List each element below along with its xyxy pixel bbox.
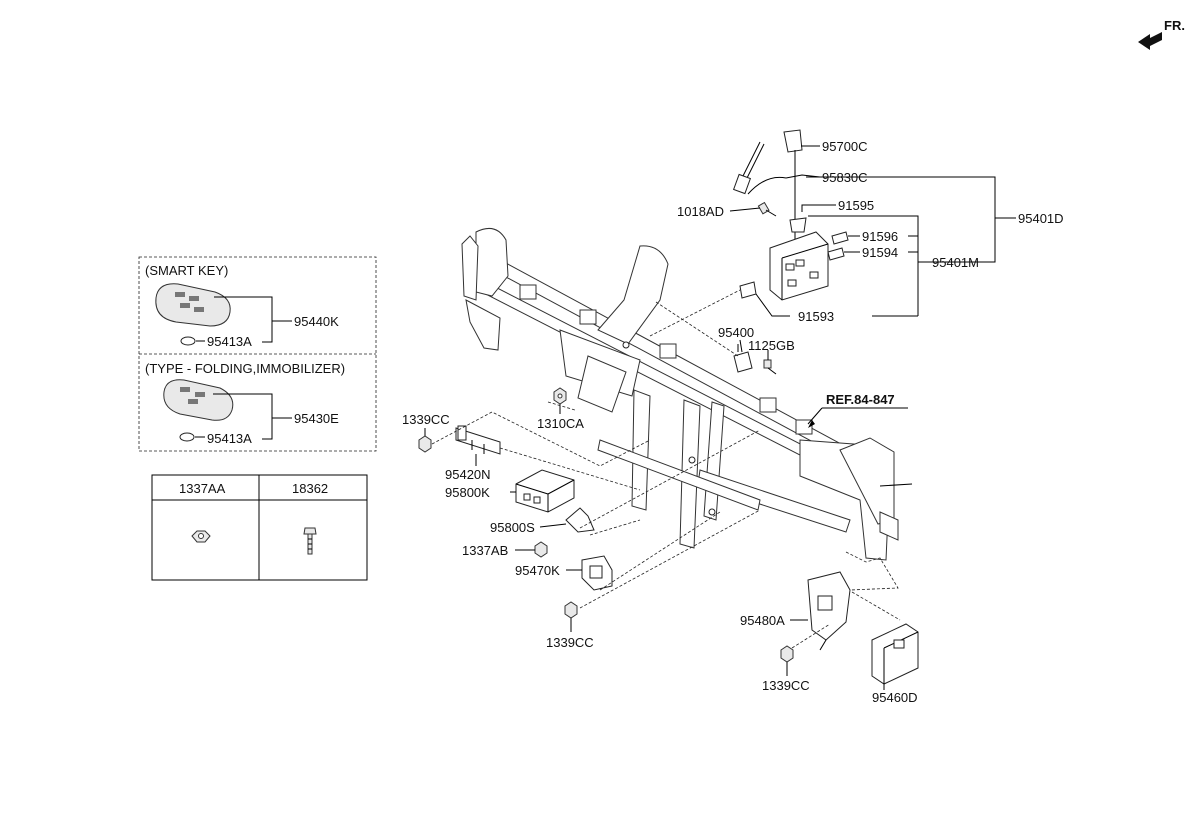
part-label-95400: 95400: [718, 325, 754, 340]
part-label-95401D: 95401D: [1018, 211, 1064, 226]
part-label-95700C: 95700C: [822, 139, 868, 154]
part-label-95800K: 95800K: [445, 485, 490, 500]
part-label-1339CC: 1339CC: [402, 412, 450, 427]
bracket-95470K-icon: [581, 555, 613, 591]
part-label-95430E: 95430E: [294, 411, 339, 426]
smart-key-module-cluster: [732, 129, 849, 375]
folding-key-icon: [163, 379, 234, 421]
nut-1339CC-2-icon: [564, 601, 578, 619]
key-legend: (SMART KEY) (TYPE - FOLDING,IMMOBILIZER)…: [138, 256, 377, 452]
smart-key-control-module-icon: [769, 231, 829, 301]
part-labels: 95700C 95830C 1018AD 91595 95401D 91596 …: [402, 139, 1064, 705]
part-label-95420N: 95420N: [445, 467, 491, 482]
leader-lines: [424, 145, 1016, 690]
bracket-95420N-icon: [455, 425, 501, 455]
table-header-18362: 18362: [292, 481, 328, 496]
front-arrow-icon: [1138, 32, 1162, 50]
antenna-icon: [732, 141, 787, 195]
part-label-1125GB: 1125GB: [748, 338, 795, 353]
bolt-1125GB-icon: [763, 359, 777, 375]
front-label: FR.: [1164, 18, 1185, 33]
module-95800K-icon: [515, 469, 575, 513]
nut-icon: [191, 530, 211, 543]
bolt-1018AD-icon: [757, 201, 777, 217]
front-direction-indicator: FR.: [1138, 18, 1185, 50]
nut-1339CC-icon: [418, 435, 432, 453]
part-label-95800S: 95800S: [490, 520, 535, 535]
connector-91594-icon: [827, 247, 845, 261]
ref-label[interactable]: REF.84-847: [826, 392, 895, 407]
battery-coin-icon-2: [179, 432, 195, 442]
clip-icon: [789, 217, 807, 233]
part-label-1339CC-3: 1339CC: [762, 678, 810, 693]
part-label-91596: 91596: [862, 229, 898, 244]
part-label-1337AB: 1337AB: [462, 543, 508, 558]
unit-95460D-icon: [871, 623, 919, 685]
part-label-1018AD: 1018AD: [677, 204, 724, 219]
nut-1310CA-icon: [553, 387, 567, 405]
part-label-95460D: 95460D: [872, 690, 918, 705]
nut-1337AB-icon: [534, 541, 548, 558]
bracket-95800S-icon: [565, 507, 595, 533]
part-label-95413A: 95413A: [207, 334, 252, 349]
part-label-95470K: 95470K: [515, 563, 560, 578]
connector-91596-icon: [831, 231, 849, 245]
connector-icon: [783, 129, 803, 153]
part-label-1339CC-2: 1339CC: [546, 635, 594, 650]
part-label-95480A: 95480A: [740, 613, 785, 628]
fastener-table: 1337AA 18362: [151, 474, 368, 581]
part-label-91595: 91595: [838, 198, 874, 213]
smart-key-fob-icon: [155, 283, 231, 327]
cowl-crossmember-frame: [461, 227, 913, 561]
bracket-95480A-icon: [807, 571, 851, 651]
battery-coin-icon: [180, 336, 196, 346]
immobilizer-receiver-icon: [733, 344, 753, 373]
part-label-1310CA: 1310CA: [537, 416, 584, 431]
connector-91593-icon: [739, 281, 757, 299]
smart-key-title: (SMART KEY): [145, 263, 228, 278]
bolt-icon: [303, 527, 317, 555]
table-header-1337AA: 1337AA: [179, 481, 226, 496]
part-label-91593: 91593: [798, 309, 834, 324]
part-label-95440K: 95440K: [294, 314, 339, 329]
nut-1339CC-3-icon: [780, 645, 794, 663]
part-label-91594: 91594: [862, 245, 898, 260]
part-label-95830C: 95830C: [822, 170, 868, 185]
folding-key-title: (TYPE - FOLDING,IMMOBILIZER): [145, 361, 345, 376]
part-label-95401M: 95401M: [932, 255, 979, 270]
part-label-95413A-2: 95413A: [207, 431, 252, 446]
